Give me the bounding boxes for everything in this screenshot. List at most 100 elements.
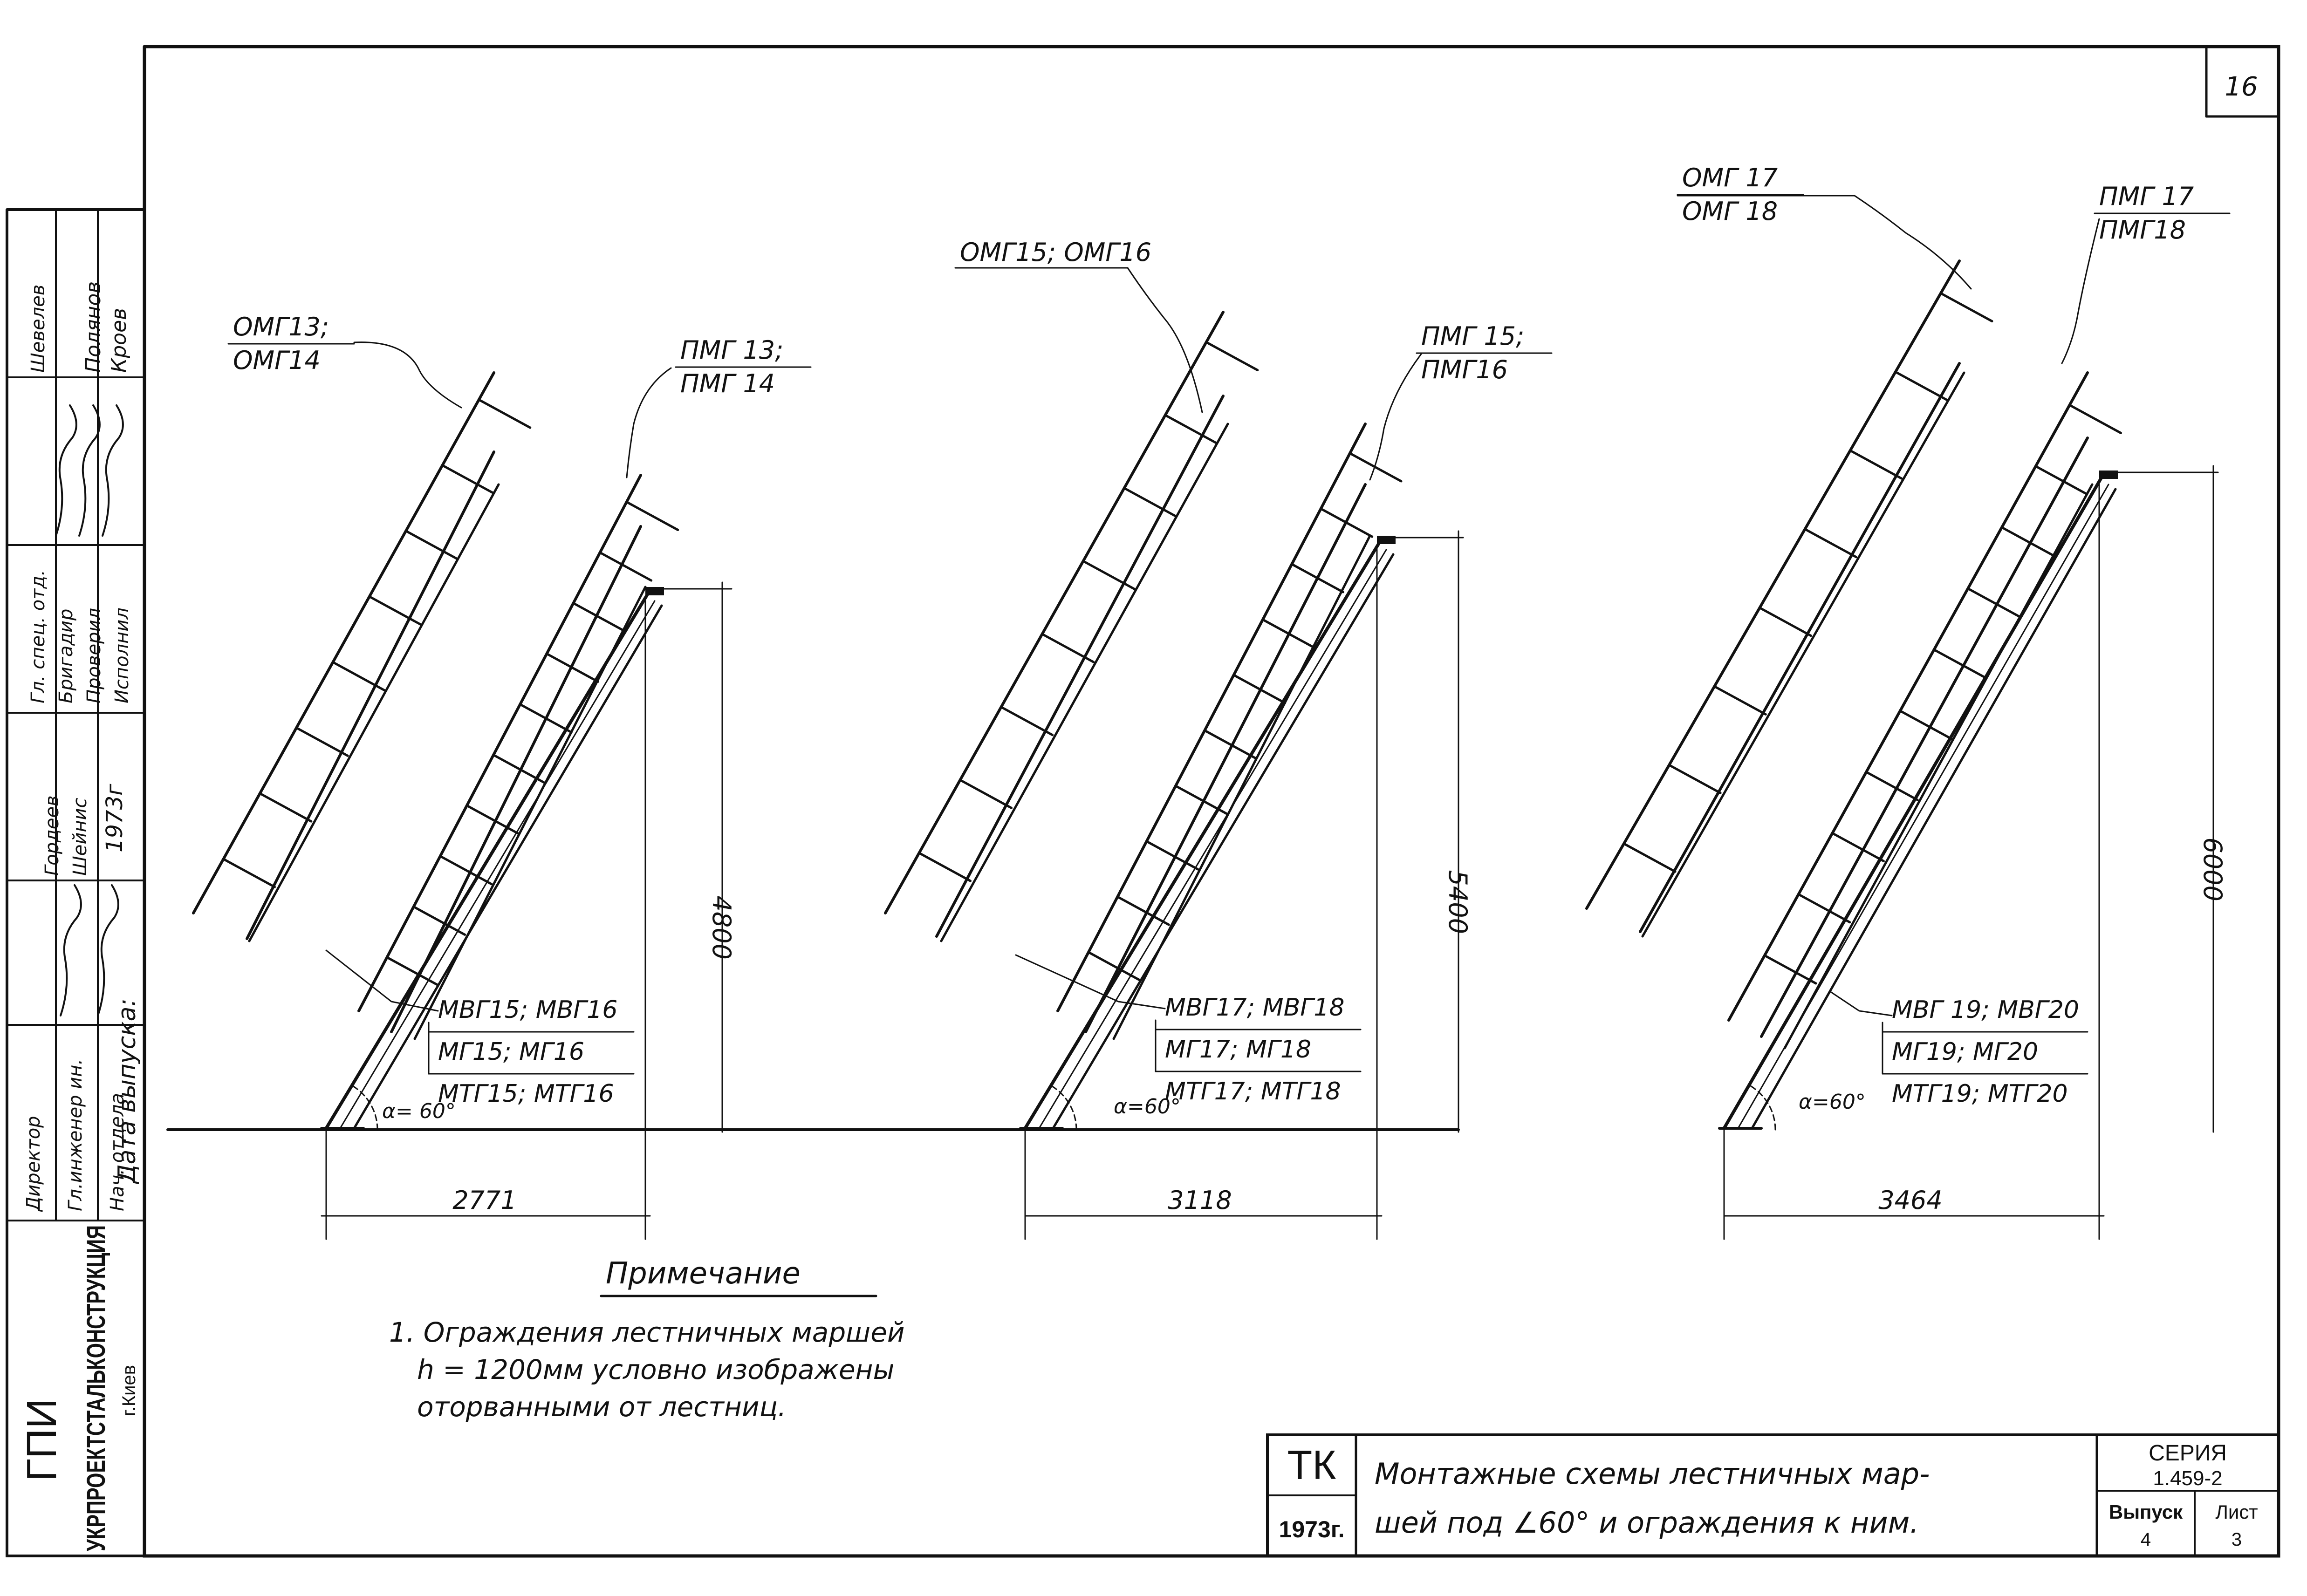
- left-fence-post: [959, 778, 1013, 809]
- release-date-label: Дата выпуска:: [113, 998, 141, 1184]
- stair-stringer: [1737, 484, 2109, 1129]
- right-rail-label-top: ПМГ 15;: [1421, 321, 1524, 351]
- left-fence-post: [441, 464, 495, 495]
- stair-label-1: МВГ 19; МВГ20: [1892, 996, 2079, 1024]
- angle-arc: [1749, 1084, 1776, 1131]
- issue-label: Выпуск: [2109, 1501, 2183, 1523]
- right-fence-post: [1349, 452, 1403, 483]
- note-heading: Примечание: [606, 1256, 801, 1291]
- stamp-name: Шевелев: [27, 285, 49, 373]
- stair-label-1: МВГ17; МВГ18: [1165, 994, 1344, 1022]
- right-fence-post: [545, 652, 599, 683]
- right-fence-post: [519, 703, 573, 734]
- left-fence-post: [1939, 292, 1993, 322]
- right-fence-post: [439, 855, 493, 886]
- width-dim-value: 3464: [1878, 1186, 1942, 1215]
- series-label: СЕРИЯ: [2149, 1441, 2227, 1466]
- left-fence-post: [1622, 842, 1677, 873]
- left-fence-bottom-rail: [1641, 371, 1965, 938]
- right-rail-label-bottom: ПМГ18: [2099, 215, 2186, 245]
- left-fence-bottom-rail: [940, 423, 1229, 942]
- signature: [97, 884, 119, 1016]
- right-fence-post: [1966, 587, 2020, 618]
- stair-stringer: [339, 600, 656, 1129]
- stair-stringer: [353, 604, 663, 1130]
- right-fence-post: [1763, 954, 1817, 985]
- signature: [78, 404, 101, 537]
- leader-line: [325, 949, 439, 1012]
- left-fence-post: [1041, 633, 1095, 663]
- right-fence-mid-rail: [390, 525, 642, 1033]
- right-fence-mid-rail: [1084, 483, 1367, 1033]
- right-fence-post: [1203, 729, 1257, 760]
- left-fence-post: [1000, 706, 1054, 737]
- stamp-role: Бригадир: [55, 609, 77, 703]
- org-short: ГПИ: [19, 1398, 65, 1481]
- left-fence-post: [1758, 607, 1812, 637]
- stamp-name: Кроев: [107, 308, 131, 373]
- right-fence-post: [1261, 618, 1315, 649]
- stamp-role: Гл. спец. отд.: [27, 570, 49, 703]
- angle-arc: [1050, 1084, 1077, 1131]
- left-fence-top-rail: [884, 311, 1225, 914]
- left-fence-post: [478, 398, 532, 429]
- stair-label-2: МГ15; МГ16: [438, 1038, 584, 1066]
- sheet-value: 3: [2232, 1529, 2242, 1550]
- leader-line: [1015, 954, 1166, 1009]
- stamp-role: Проверил: [83, 608, 105, 703]
- left-fence-post: [404, 530, 459, 560]
- width-dim-value: 3118: [1168, 1186, 1232, 1215]
- left-fence-post: [259, 792, 313, 823]
- rail-label-top: ОМГ13;: [233, 312, 329, 341]
- stamp-name: Шейнис: [69, 798, 91, 876]
- stamp-role: Директор: [23, 1116, 44, 1212]
- stair-stringer: [1052, 553, 1395, 1130]
- left-fence-mid-rail: [246, 450, 495, 940]
- right-fence-post: [2034, 465, 2088, 496]
- stair-label-3: МТГ15; МТГ16: [438, 1080, 614, 1108]
- left-fence-post: [295, 726, 349, 757]
- series-value: 1.459-2: [2153, 1467, 2222, 1490]
- right-fence-post: [1797, 893, 1851, 924]
- right-fence-post: [2068, 404, 2122, 434]
- top-bracket: [1377, 536, 1396, 544]
- leader-line: [1677, 195, 1972, 290]
- right-fence-post: [1933, 648, 1987, 679]
- height-dim-value: 4800: [707, 896, 736, 960]
- stamp-role: Исполнил: [111, 607, 133, 703]
- page-number: 16: [2225, 72, 2258, 102]
- issue-value: 4: [2141, 1529, 2151, 1550]
- right-fence-post: [466, 804, 520, 835]
- left-fence-post: [1123, 487, 1177, 518]
- stair-stringer: [1038, 549, 1387, 1129]
- left-fence-top-rail: [1585, 259, 1961, 910]
- rail-label-bottom: ОМГ 18: [1682, 197, 1778, 226]
- title-code: ТК: [1287, 1442, 1336, 1488]
- right-fence-post: [599, 551, 653, 582]
- left-fence-post: [1205, 341, 1259, 371]
- note-line-1: 1. Ограждения лестничных маршей: [389, 1316, 905, 1348]
- left-fence-post: [1849, 449, 1903, 480]
- right-fence-post: [1290, 563, 1344, 593]
- stair-stringer: [1751, 488, 2117, 1130]
- title-year: 1973г.: [1279, 1516, 1345, 1542]
- stair-label-2: МГ17; МГ18: [1165, 1036, 1311, 1064]
- right-fence-post: [1116, 895, 1170, 926]
- left-fence-post: [331, 661, 385, 691]
- right-rail-label-bottom: ПМГ16: [1421, 355, 1508, 384]
- left-fence-top-rail: [192, 371, 495, 914]
- right-rail-label-top: ПМГ 13;: [680, 335, 783, 365]
- height-dim-value: 6000: [2198, 838, 2227, 901]
- leader-line: [954, 267, 1203, 413]
- leader-line: [353, 341, 462, 409]
- angle-label: α= 60°: [382, 1099, 456, 1123]
- left-fence-post: [368, 595, 422, 626]
- left-fence-mid-rail: [1639, 362, 1961, 933]
- left-fence-post: [1082, 559, 1136, 590]
- right-fence-top-rail: [1056, 423, 1367, 1012]
